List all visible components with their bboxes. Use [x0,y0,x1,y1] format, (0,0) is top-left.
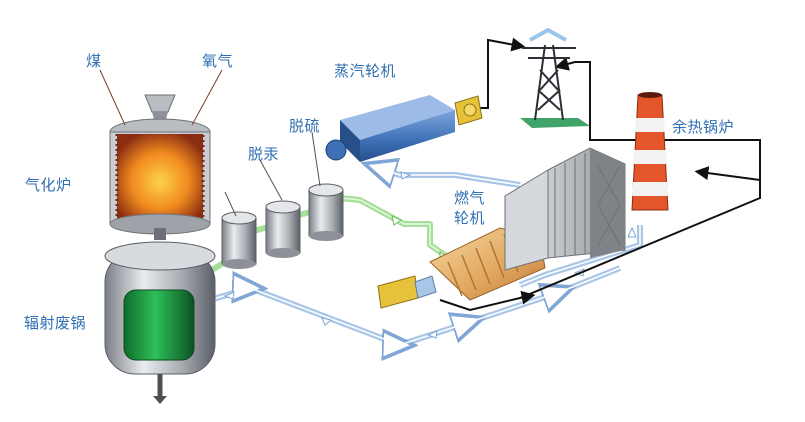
boiler-green-core [123,289,195,361]
label-gas-turbine-line2: 轮机 [454,209,486,227]
gasifier [109,94,211,240]
steam-turbine [325,95,483,162]
hrsg [504,147,626,271]
label-oxygen: 氧气 [202,52,234,70]
label-steam-turbine: 蒸汽轮机 [334,62,397,80]
gas-turbine-generator [377,275,437,309]
label-gas-turbine-line1: 燃气 [454,189,486,207]
label-coal: 煤 [86,52,102,70]
steam-turbine-generator [454,95,483,126]
vessel-2 [265,200,301,258]
label-demercury: 脱汞 [248,145,280,163]
label-gasifier: 气化炉 [25,176,72,194]
cleanup-vessels [221,183,344,269]
radiant-boiler [104,241,216,404]
vessel-1 [221,211,257,269]
chimney [631,92,669,211]
transmission-tower [520,27,590,128]
leader-lines [99,69,223,126]
gasifier-top-cap [144,94,176,113]
label-radiant-boiler: 辐射废锅 [24,314,87,332]
label-hrsg: 余热锅炉 [672,118,735,136]
label-desulfurization: 脱硫 [289,117,321,135]
vessel-3 [308,183,344,241]
